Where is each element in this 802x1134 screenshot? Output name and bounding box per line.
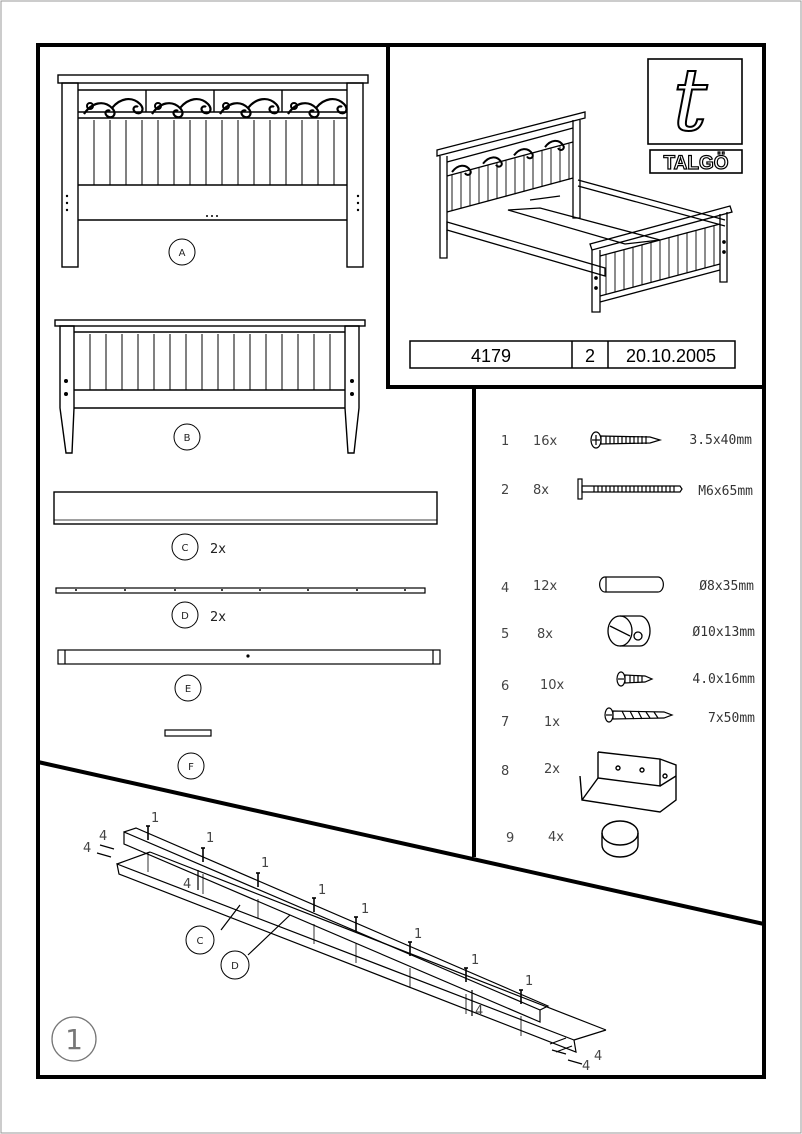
hardware-item-8: 8 2x: [501, 751, 677, 813]
svg-text:3.5x40mm: 3.5x40mm: [689, 433, 752, 448]
svg-text:1: 1: [501, 434, 509, 449]
hardware-item-7: 7 1x 7x50mm: [501, 707, 755, 730]
part-d-quantity: 2x: [210, 610, 226, 625]
part-a-headboard-drawing: [57, 74, 369, 268]
step-1-assembly-drawing: [96, 825, 607, 1065]
bracket-icon: [579, 751, 677, 813]
svg-text:Ø8x35mm: Ø8x35mm: [699, 579, 754, 594]
hardware-item-1: 1 16x 3.5x40mm: [501, 431, 752, 449]
callout-screw: 1: [471, 953, 479, 968]
hardware-item-2: 2 8x M6x65mm: [501, 478, 753, 500]
dowel-icon: [599, 576, 664, 593]
svg-text:8x: 8x: [533, 483, 549, 498]
hardware-list: 1 16x 3.5x40mm 2 8x M6x65mm 4 12x: [501, 431, 755, 858]
document-date: 20.10.2005: [626, 346, 716, 366]
svg-text:7x50mm: 7x50mm: [708, 711, 755, 726]
part-f-block-drawing: [164, 729, 212, 737]
svg-text:4: 4: [501, 581, 509, 596]
svg-text:4x: 4x: [548, 830, 564, 845]
overview-panel: [386, 43, 766, 389]
svg-text:Ø10x13mm: Ø10x13mm: [692, 625, 755, 640]
svg-text:12x: 12x: [533, 579, 558, 594]
part-c-label: C: [182, 543, 189, 554]
part-f-label: F: [188, 762, 194, 773]
step-label-c: C: [197, 936, 204, 947]
callout-screw: 1: [414, 927, 422, 942]
part-a-label-circle: [168, 238, 196, 266]
callout-screw: 1: [361, 902, 369, 917]
cam-nut-icon: [607, 615, 651, 647]
part-b-footboard-drawing: [54, 319, 366, 454]
part-a-label: A: [179, 248, 186, 259]
callout-dowel: 4: [183, 877, 191, 892]
svg-text:2x: 2x: [544, 762, 560, 777]
hardware-item-6: 6 10x 4.0x16mm: [501, 671, 755, 694]
step-number: 1: [65, 1023, 83, 1056]
foot-pad-icon: [601, 820, 639, 858]
part-c-label-circle: [171, 533, 199, 561]
callout-dowel: 4: [99, 829, 107, 844]
callout-dowel: 4: [582, 1059, 590, 1074]
assembled-bed-drawing: [436, 111, 733, 313]
svg-text:16x: 16x: [533, 434, 558, 449]
part-e-label-circle: [174, 674, 202, 702]
svg-text:M6x65mm: M6x65mm: [698, 484, 753, 499]
callout-dowel: 4: [594, 1049, 602, 1064]
callout-screw: 1: [261, 856, 269, 871]
main-frame: [36, 43, 766, 1079]
step-divider: [37, 760, 765, 926]
part-c-side-rail-drawing: [53, 491, 438, 525]
step-callouts: 1 1 1 1 1 1 1 1 4 4 4 4 4 4: [83, 811, 602, 1074]
wood-screw-icon: [590, 431, 663, 449]
bolt-icon: [577, 478, 683, 500]
part-e-label: E: [185, 684, 191, 695]
callout-screw: 1: [206, 831, 214, 846]
brand-logo: t TALGÖ: [647, 50, 743, 175]
brand-name: TALGÖ: [663, 153, 728, 174]
part-c-quantity: 2x: [210, 542, 226, 557]
svg-text:5: 5: [501, 627, 509, 642]
part-f-label-circle: [177, 752, 205, 780]
svg-text:10x: 10x: [540, 678, 565, 693]
document-info-bar: 4179 2 20.10.2005: [409, 340, 736, 369]
svg-text:1x: 1x: [544, 715, 560, 730]
hardware-item-5: 5 8x Ø10x13mm: [501, 615, 755, 647]
callout-screw: 1: [525, 974, 533, 989]
svg-text:7: 7: [501, 715, 509, 730]
callout-screw: 1: [151, 811, 159, 826]
part-b-label: B: [184, 433, 191, 444]
callout-screw: 1: [318, 883, 326, 898]
part-e-center-beam-drawing: [57, 649, 441, 665]
hardware-item-4: 4 12x Ø8x35mm: [501, 576, 754, 596]
callout-dowel: 4: [83, 841, 91, 856]
part-d-label: D: [181, 611, 189, 622]
part-d-label-circle: [171, 601, 199, 629]
svg-text:8: 8: [501, 764, 509, 779]
svg-text:9: 9: [506, 831, 514, 846]
sheet-number: 2: [585, 346, 595, 366]
step-label-circle-d: [220, 950, 250, 980]
svg-text:4.0x16mm: 4.0x16mm: [692, 672, 755, 687]
svg-text:8x: 8x: [537, 627, 553, 642]
wall-plug-screw-icon: [604, 707, 674, 723]
part-d-lath-drawing: [55, 587, 426, 594]
callout-dowel: 4: [475, 1004, 483, 1019]
step-number-circle: [51, 1016, 97, 1062]
step-label-d: D: [231, 961, 239, 972]
short-screw-icon: [616, 671, 654, 687]
svg-text:6: 6: [501, 679, 509, 694]
svg-text:2: 2: [501, 483, 509, 498]
part-b-label-circle: [173, 423, 201, 451]
hardware-item-9: 9 4x: [506, 820, 639, 858]
product-code: 4179: [471, 346, 511, 366]
logo-letter: t: [673, 51, 708, 151]
step-label-circle-c: [185, 925, 215, 955]
